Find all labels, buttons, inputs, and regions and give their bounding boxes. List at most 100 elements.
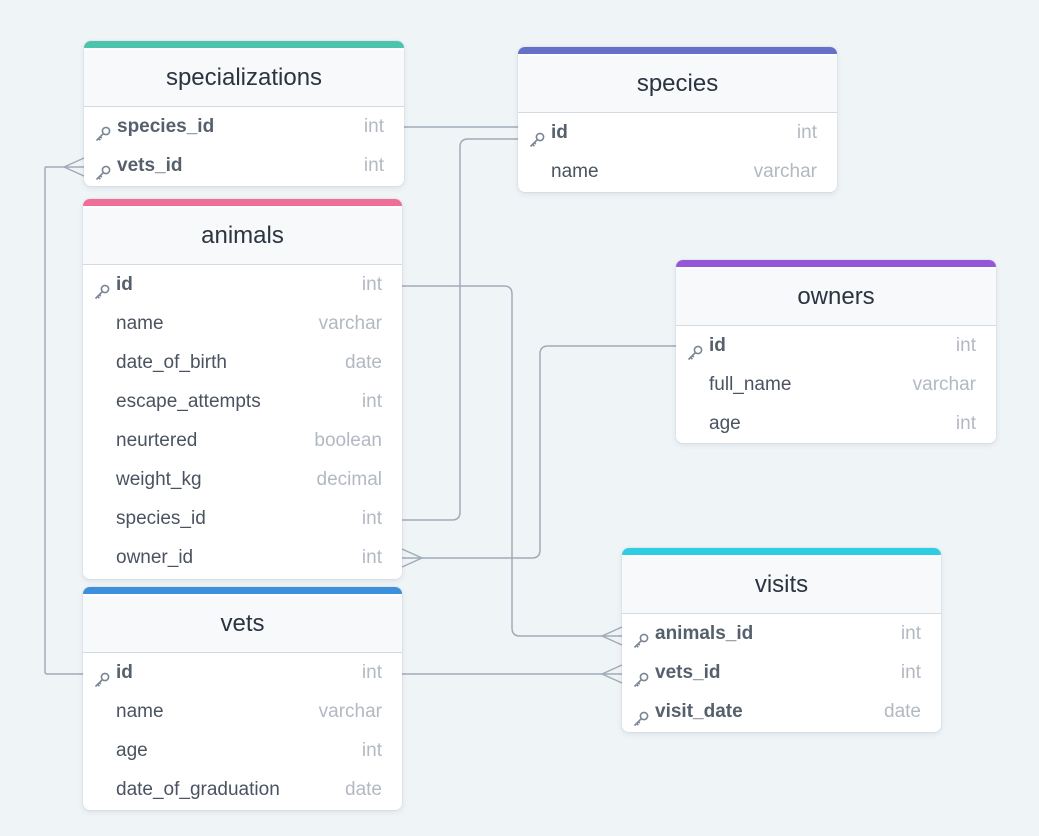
field-name: id	[709, 335, 726, 356]
field-type: int	[900, 662, 921, 683]
table-owners[interactable]: owners id int full_name varchar age int	[676, 260, 996, 443]
field-row-owner-id[interactable]: owner_id int	[83, 538, 402, 577]
field-name: id	[551, 122, 568, 143]
field-row-id[interactable]: id int	[83, 653, 402, 692]
field-type: int	[900, 623, 921, 644]
field-row-escape-attempts[interactable]: escape_attempts int	[83, 382, 402, 421]
field-type: boolean	[314, 430, 382, 451]
field-name: full_name	[709, 374, 792, 395]
table-species[interactable]: species id int name varchar	[518, 47, 837, 192]
key-icon	[93, 664, 111, 688]
field-row-weight-kg[interactable]: weight_kg decimal	[83, 460, 402, 499]
table-color-bar	[518, 47, 837, 54]
rel-animals-owners	[402, 345, 676, 559]
field-type: int	[361, 508, 382, 529]
field-name: owner_id	[116, 547, 194, 568]
field-name: animals_id	[655, 623, 754, 644]
field-name: visit_date	[655, 701, 743, 722]
field-type: int	[361, 662, 382, 683]
field-row-animals-id[interactable]: animals_id int	[622, 614, 941, 653]
key-icon	[632, 703, 650, 727]
field-name: age	[116, 740, 148, 761]
field-row-age[interactable]: age int	[676, 404, 996, 443]
key-icon	[632, 625, 650, 649]
table-title[interactable]: vets	[83, 596, 402, 653]
field-row-name[interactable]: name varchar	[83, 692, 402, 731]
key-icon	[94, 118, 112, 142]
table-title[interactable]: species	[518, 56, 837, 113]
rel-specializations-vets	[44, 166, 84, 675]
field-row-species-id[interactable]: species_id int	[84, 107, 404, 146]
field-type: int	[955, 413, 976, 434]
field-name: escape_attempts	[116, 391, 261, 412]
table-color-bar	[83, 587, 402, 594]
field-row-name[interactable]: name varchar	[518, 152, 837, 191]
field-type: int	[361, 391, 382, 412]
rel-visits-animals	[402, 285, 622, 637]
field-type: date	[345, 779, 382, 800]
field-type: int	[363, 116, 384, 137]
field-name: name	[116, 701, 164, 722]
rel-animals-species	[402, 138, 518, 521]
field-row-vets-id[interactable]: vets_id int	[84, 146, 404, 185]
field-type: int	[796, 122, 817, 143]
field-row-id[interactable]: id int	[83, 265, 402, 304]
crowfoot-animals-owners	[401, 548, 423, 568]
field-name: name	[116, 313, 164, 334]
field-name: date_of_graduation	[116, 779, 280, 800]
field-name: vets_id	[117, 155, 183, 176]
key-icon	[94, 157, 112, 181]
key-icon	[686, 337, 704, 361]
table-color-bar	[83, 199, 402, 206]
field-name: date_of_birth	[116, 352, 227, 373]
field-name: species_id	[117, 116, 215, 137]
key-icon	[528, 124, 546, 148]
table-title[interactable]: visits	[622, 557, 941, 614]
crowfoot-visits-vets	[601, 664, 623, 684]
field-name: id	[116, 274, 133, 295]
field-row-vets-id[interactable]: vets_id int	[622, 653, 941, 692]
key-icon	[632, 664, 650, 688]
field-type: varchar	[318, 313, 382, 334]
field-row-neurtered[interactable]: neurtered boolean	[83, 421, 402, 460]
field-row-visit-date[interactable]: visit_date date	[622, 692, 941, 731]
field-type: varchar	[912, 374, 976, 395]
key-icon	[93, 276, 111, 300]
field-type: decimal	[316, 469, 382, 490]
field-type: int	[363, 155, 384, 176]
field-name: neurtered	[116, 430, 198, 451]
field-row-id[interactable]: id int	[518, 113, 837, 152]
table-title[interactable]: specializations	[84, 50, 404, 107]
field-name: age	[709, 413, 741, 434]
field-name: vets_id	[655, 662, 721, 683]
field-name: name	[551, 161, 599, 182]
field-row-species-id[interactable]: species_id int	[83, 499, 402, 538]
field-type: int	[361, 547, 382, 568]
field-row-full-name[interactable]: full_name varchar	[676, 365, 996, 404]
field-name: species_id	[116, 508, 206, 529]
table-title[interactable]: animals	[83, 208, 402, 265]
table-color-bar	[676, 260, 996, 267]
field-type: int	[361, 274, 382, 295]
field-name: id	[116, 662, 133, 683]
crowfoot-visits-animals	[601, 626, 623, 646]
table-title[interactable]: owners	[676, 269, 996, 326]
field-row-date-of-graduation[interactable]: date_of_graduation date	[83, 770, 402, 809]
field-row-id[interactable]: id int	[676, 326, 996, 365]
table-color-bar	[622, 548, 941, 555]
field-type: varchar	[318, 701, 382, 722]
field-row-name[interactable]: name varchar	[83, 304, 402, 343]
field-type: int	[955, 335, 976, 356]
field-type: varchar	[753, 161, 817, 182]
crowfoot-specializations-vets	[63, 157, 85, 177]
field-type: date	[884, 701, 921, 722]
table-color-bar	[84, 41, 404, 48]
field-name: weight_kg	[116, 469, 202, 490]
